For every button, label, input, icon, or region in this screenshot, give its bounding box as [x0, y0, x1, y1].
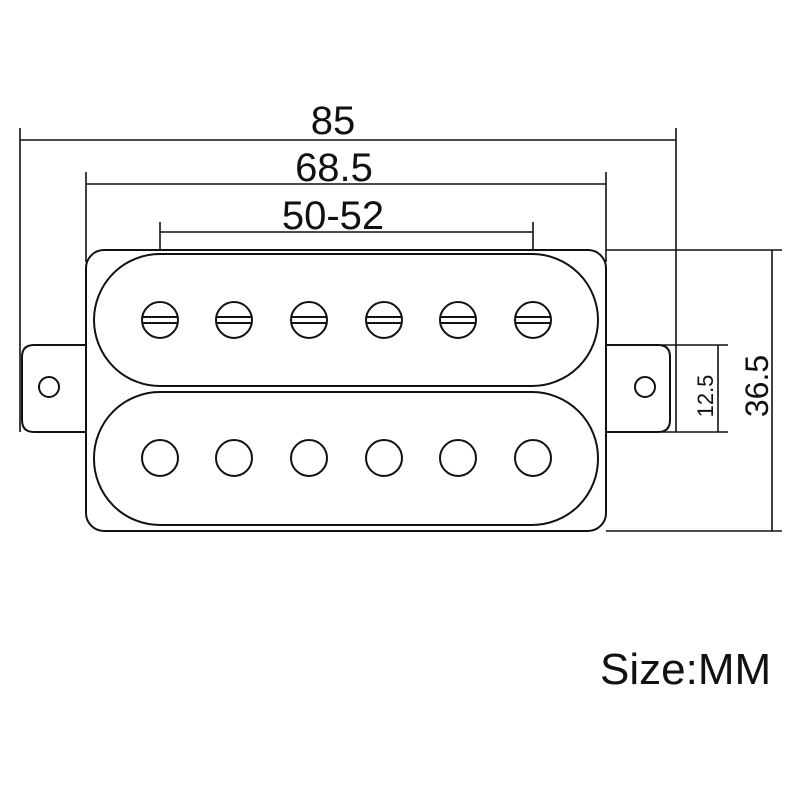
slotted-pole-screw	[290, 301, 328, 339]
mount-height-label: 12.5	[693, 375, 718, 418]
pole-piece	[365, 439, 403, 477]
bottom-coil-bobbin	[93, 391, 599, 526]
slotted-pole-screw	[439, 301, 477, 339]
pole-piece	[215, 439, 253, 477]
dimension-overall-height	[606, 249, 782, 532]
pole-piece	[141, 439, 179, 477]
slotted-pole-screw	[365, 301, 403, 339]
top-coil-bobbin	[93, 253, 599, 387]
units-label: Size:MM	[600, 645, 772, 694]
overall-height-label: 36.5	[739, 355, 775, 417]
pole-piece	[439, 439, 477, 477]
slotted-pole-screw	[215, 301, 253, 339]
pole-spacing-label: 50-52	[282, 194, 384, 238]
pole-piece	[290, 439, 328, 477]
slotted-pole-screw	[514, 301, 552, 339]
right-mounting-hole	[634, 376, 656, 398]
overall-width-label: 85	[311, 99, 356, 143]
left-mounting-hole	[38, 376, 60, 398]
slotted-pole-screw	[141, 301, 179, 339]
pole-piece	[514, 439, 552, 477]
dimension-mount-height	[660, 344, 728, 433]
cover-width-label: 68.5	[295, 146, 373, 190]
dimension-cover-width	[85, 172, 607, 262]
dimension-overall-width	[19, 128, 677, 432]
